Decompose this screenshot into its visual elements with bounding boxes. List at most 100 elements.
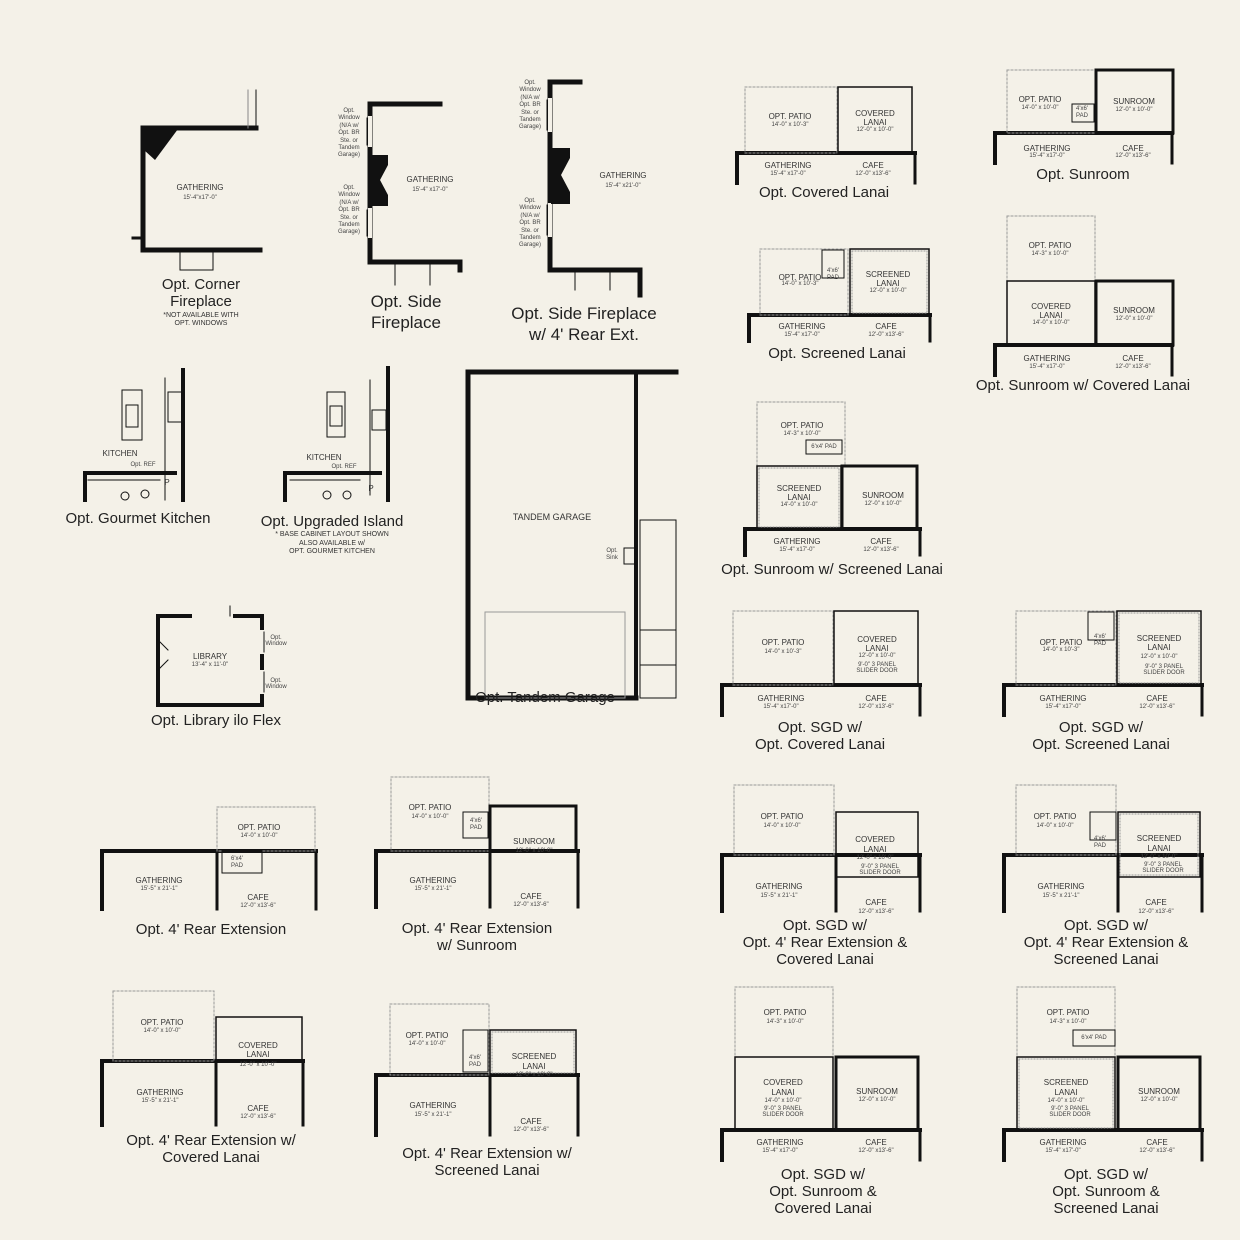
plan-title: Opt. SGD w/ bbox=[782, 917, 868, 934]
room-label: 15'-4" x17'-0" bbox=[779, 547, 815, 553]
plan-title: Opt. 4' Rear Extension & bbox=[742, 934, 908, 951]
room-label: 4'x6' bbox=[827, 268, 839, 274]
patio-outline bbox=[1015, 784, 1117, 856]
room-label: 4'x6' bbox=[1094, 836, 1106, 842]
room-label: CAFE bbox=[1145, 898, 1167, 907]
room-label: 12'-0" x 10'-0" bbox=[856, 855, 894, 861]
room-label: LANAI bbox=[1147, 643, 1171, 652]
room-label: CAFE bbox=[865, 1138, 887, 1147]
room-label: 15'-4" x17'-0" bbox=[1029, 364, 1065, 370]
room-label: 15'-4" x17'-0" bbox=[1045, 704, 1081, 710]
room-label: OPT. PATIO bbox=[1018, 95, 1062, 104]
room-label: 6'x4' bbox=[231, 856, 243, 862]
room-label: CAFE bbox=[520, 1117, 542, 1126]
opt-window-note: Ste. or bbox=[340, 214, 358, 221]
opt-window-2: Opt. bbox=[270, 678, 282, 684]
room-label: CAFE bbox=[862, 161, 884, 170]
room-label: LANAI bbox=[876, 279, 900, 288]
plan-title-side-rear-2: w/ 4' Rear Ext. bbox=[528, 325, 640, 344]
room-label: 12'-0" x13'-6" bbox=[1115, 153, 1151, 159]
lanai-outline bbox=[215, 1016, 303, 1062]
room-label: 4'x6' bbox=[1076, 106, 1088, 112]
opt-window-note: Opt. BR bbox=[519, 220, 541, 227]
lanai-outline bbox=[1116, 610, 1202, 686]
opt-window-note: Tandem bbox=[338, 222, 360, 228]
opt-window-note: Opt. bbox=[343, 185, 355, 191]
room-label: 12'-0" x 10'-0" bbox=[856, 127, 894, 133]
plan-title: Opt. Sunroom & bbox=[769, 1183, 877, 1200]
room-label: COVERED bbox=[238, 1041, 278, 1050]
room-label: 9'-0" 3 PANEL bbox=[861, 864, 899, 870]
lanai-outline bbox=[849, 248, 930, 316]
corner-note-2: OPT. WINDOWS bbox=[174, 320, 228, 327]
room-label: GATHERING bbox=[778, 322, 826, 331]
pad-outline bbox=[1087, 611, 1115, 641]
room-label: 12'-0" x 10'-0" bbox=[1140, 1097, 1178, 1103]
room-label: 12'-0" x 10'-0" bbox=[239, 1062, 277, 1068]
side-fireplace-rear-plan bbox=[546, 79, 643, 298]
room-library: LIBRARY bbox=[192, 652, 228, 661]
room-label: 12'-0" x13'-6" bbox=[240, 903, 276, 909]
room-label: 12'-0" x 10'-0" bbox=[858, 653, 896, 659]
room-gathering: GATHERING bbox=[176, 183, 224, 192]
opt-ref-label: Opt. REF bbox=[130, 462, 156, 468]
plan-title: Screened Lanai bbox=[1053, 951, 1159, 968]
tandem-garage-plan bbox=[465, 369, 679, 701]
island-note-3: OPT. GOURMET KITCHEN bbox=[289, 548, 375, 555]
room-label: 12'-0" x13'-6" bbox=[858, 909, 894, 915]
room-label: 14'-0" x 10'-0" bbox=[1036, 823, 1074, 829]
room-label: 14'-0" x 10'-3" bbox=[771, 122, 809, 128]
lanai-outline bbox=[837, 86, 913, 154]
pantry-label: P bbox=[164, 478, 170, 487]
room-label: OPT. PATIO bbox=[408, 803, 452, 812]
opt-window-note: Tandem bbox=[519, 235, 541, 241]
room-label: 14'-0" x 10'-0" bbox=[240, 833, 278, 839]
room-label: OPT. PATIO bbox=[140, 1018, 184, 1027]
room-label: SLIDER DOOR bbox=[1049, 1112, 1091, 1118]
room-label: 12'-0" x 10'-0" bbox=[1115, 316, 1153, 322]
room-label: SLIDER DOOR bbox=[1142, 868, 1184, 874]
room-label: 12'-0" x 10'-0" bbox=[858, 1097, 896, 1103]
room-label: 15'-4" x17'-0" bbox=[784, 332, 820, 338]
opt-window-2b: Window bbox=[265, 684, 287, 690]
patio-outline bbox=[216, 806, 316, 852]
plan-title: Opt. Sunroom & bbox=[1052, 1183, 1160, 1200]
room-label: LANAI bbox=[863, 118, 887, 127]
opt-window-note: (N/A w/ bbox=[339, 199, 359, 206]
corner-note-1: *NOT AVAILABLE WITH bbox=[163, 312, 239, 319]
plan-title-corner-1: Opt. Corner bbox=[161, 276, 241, 293]
room-label: CAFE bbox=[1122, 354, 1144, 363]
lanai-outline bbox=[1117, 811, 1201, 878]
room-label: OPT. PATIO bbox=[778, 273, 822, 282]
opt-window-note: Opt. bbox=[343, 108, 355, 114]
plan-title: w/ Sunroom bbox=[436, 937, 518, 954]
plan-title: Opt. Sunroom w/ Screened Lanai bbox=[721, 561, 943, 578]
plan-title: Opt. SGD w/ bbox=[777, 719, 863, 736]
room-label: LANAI bbox=[771, 1088, 795, 1097]
room-label: CAFE bbox=[865, 694, 887, 703]
corner-fireplace-icon bbox=[144, 129, 178, 160]
room-label: 9'-0" 3 PANEL bbox=[1145, 664, 1183, 670]
room-label: 15'-5" x 21'-1" bbox=[760, 893, 798, 899]
room-label: CAFE bbox=[247, 1104, 269, 1113]
plan-title: Opt. Covered Lanai bbox=[758, 184, 890, 201]
patio-outline bbox=[733, 784, 835, 856]
room-label: 12'-0" x13'-6" bbox=[513, 902, 549, 908]
room-label: 15'-5" x 21'-1" bbox=[414, 886, 452, 892]
room-label: 9'-0" 3 PANEL bbox=[1144, 862, 1182, 868]
plan-title-side-1: Opt. Side bbox=[370, 292, 442, 311]
plan-title: Opt. 4' Rear Extension w/ bbox=[402, 1145, 572, 1162]
room-label: SUNROOM bbox=[1138, 1087, 1180, 1096]
lanai-outline bbox=[1016, 1056, 1116, 1131]
room-label: PAD bbox=[1076, 113, 1088, 119]
room-label: OPT. PATIO bbox=[1028, 241, 1072, 250]
room-label: SUNROOM bbox=[513, 837, 555, 846]
room-label: 15'-5" x 21'-1" bbox=[414, 1112, 452, 1118]
opt-window-note: (N/A w/ bbox=[520, 94, 540, 101]
plan-title-tandem: Opt. Tandem Garage bbox=[475, 689, 615, 706]
room-label: OPT. PATIO bbox=[1033, 812, 1077, 821]
room-gathering: GATHERING bbox=[599, 171, 647, 180]
patio-outline bbox=[389, 1003, 490, 1076]
room-label: GATHERING bbox=[756, 1138, 804, 1147]
room-label: COVERED bbox=[763, 1078, 803, 1087]
